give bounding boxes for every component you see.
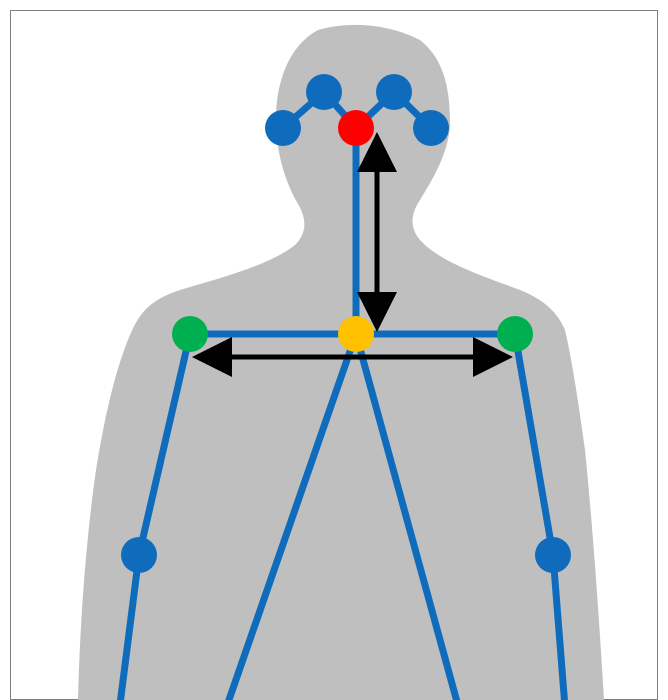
joint-nose xyxy=(338,110,374,146)
joint-left-shoulder xyxy=(497,316,533,352)
joint-right-eye xyxy=(306,74,342,110)
joint-left-ear xyxy=(413,110,449,146)
joint-left-eye xyxy=(376,74,412,110)
joint-left-elbow xyxy=(535,537,571,573)
joint-right-elbow xyxy=(121,537,157,573)
joint-right-shoulder xyxy=(172,316,208,352)
joint-neck xyxy=(338,316,374,352)
joint-right-ear xyxy=(265,110,301,146)
